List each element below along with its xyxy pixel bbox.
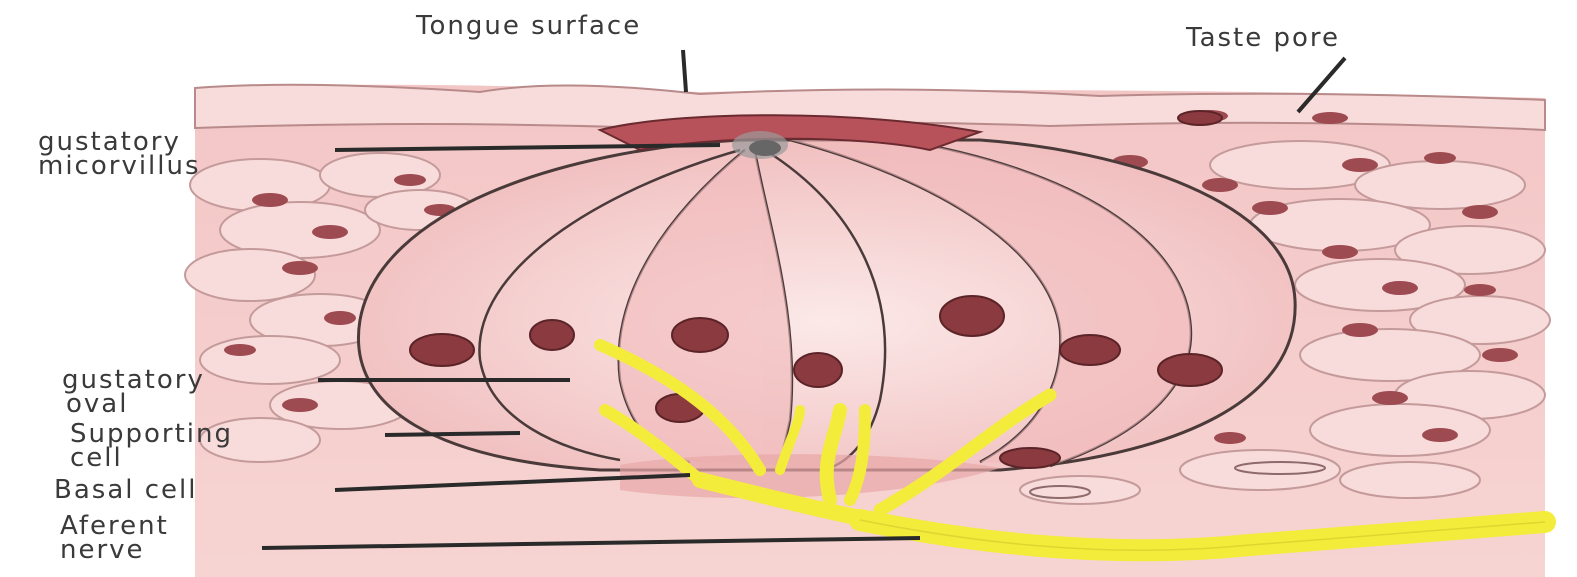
label-tongue-surface: Tongue surface [416,14,641,38]
label-afferent-nerve-2: nerve [60,538,145,562]
label-taste-pore: Taste pore [1186,26,1340,50]
label-supporting-cell-2: cell [70,446,123,470]
leader-supporting-cell [385,433,520,435]
label-basal-cell: Basal cell [54,478,197,502]
label-gustatory-microvillus-2: micorvillus [38,154,201,178]
gustatory-microvillus [732,131,788,159]
label-gustatory-oval-2: oval [66,392,128,416]
leader-tongue-surface [683,50,686,92]
